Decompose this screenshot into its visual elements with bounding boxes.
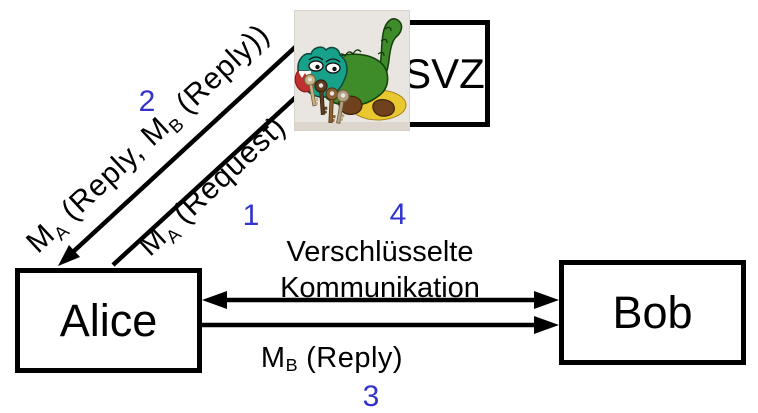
svz-label: SVZ <box>403 49 485 97</box>
crocodile-eye-right <box>325 58 341 74</box>
step-number-2: 2 <box>138 85 156 118</box>
arrowhead-secure-left <box>202 291 227 309</box>
key-icon <box>325 87 339 123</box>
crocodile-keys-image <box>294 10 410 131</box>
arrow-svz-to-alice <box>72 13 332 253</box>
msg-subscript: B <box>285 354 298 375</box>
alice-box: Alice <box>15 268 202 373</box>
secure-line-2: Kommunikation <box>280 272 480 304</box>
key-icon <box>314 79 328 115</box>
step-number-4: 4 <box>389 198 407 231</box>
arrowhead-reply-to-bob <box>534 316 559 334</box>
key-icon <box>336 89 350 124</box>
alice-label: Alice <box>59 294 158 346</box>
bob-label: Bob <box>612 286 693 338</box>
crocodile-foot-rear <box>372 99 395 117</box>
crocodile-tail-scales <box>377 26 392 57</box>
step-number-3: 3 <box>362 380 380 413</box>
step-number-1: 1 <box>242 199 260 232</box>
arrowhead-svz-to-alice <box>58 245 80 266</box>
msg-text: (Reply) <box>297 342 404 374</box>
key-icon <box>303 73 319 107</box>
label-mb-reply: MB (Reply) <box>232 342 432 376</box>
crocodile-eye-left <box>308 56 324 72</box>
svz-box: SVZ <box>398 20 490 127</box>
secure-line-1: Verschlüsselte <box>286 236 474 268</box>
arrowhead-secure-right <box>534 291 559 309</box>
bob-box: Bob <box>559 260 746 365</box>
msg-symbol: M <box>260 342 286 374</box>
label-secure-communication: Verschlüsselte Kommunikation <box>248 234 512 306</box>
